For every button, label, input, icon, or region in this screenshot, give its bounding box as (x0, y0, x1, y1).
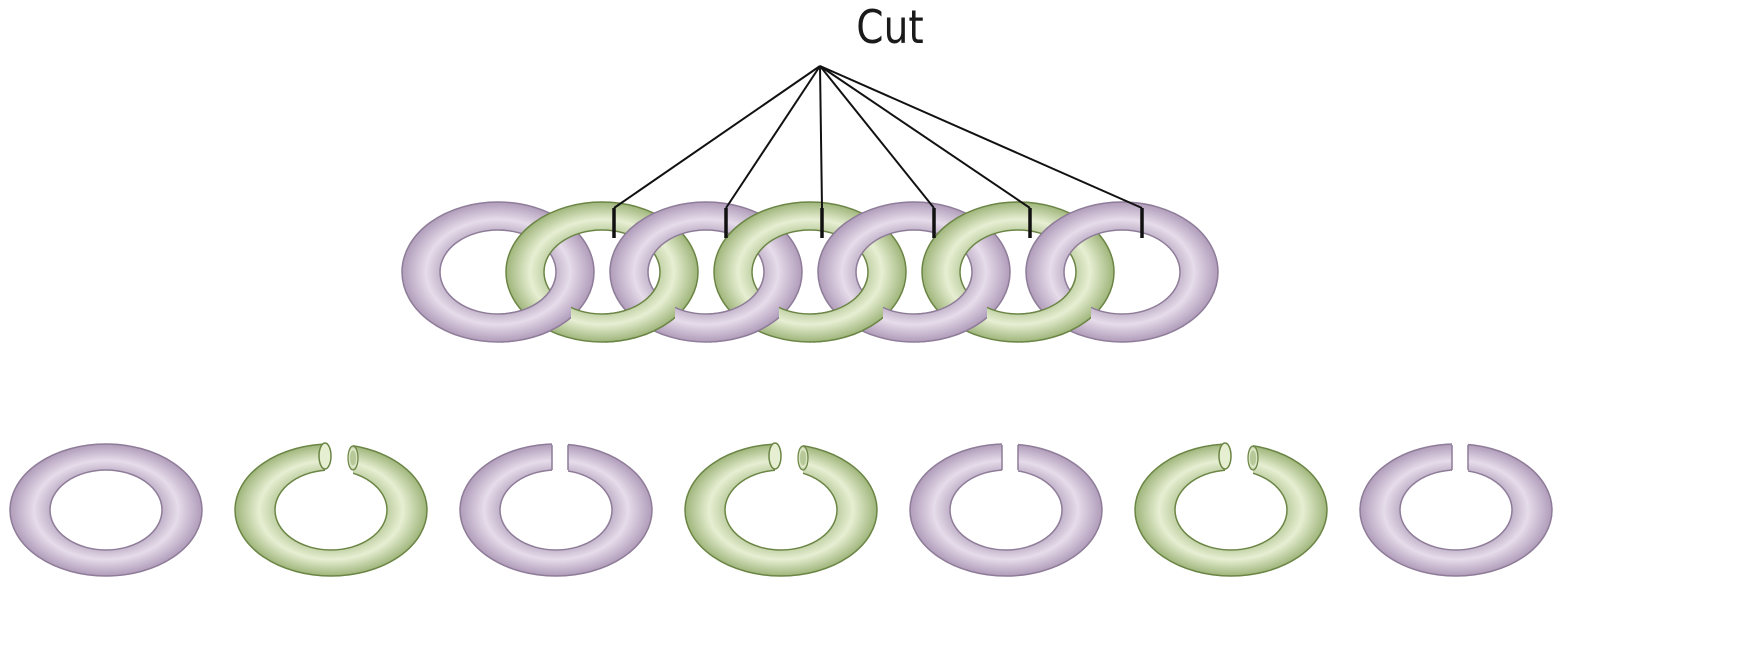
cut-pointer-line (726, 66, 820, 208)
ring-gap (552, 440, 568, 474)
tube-end-left (319, 443, 331, 469)
separated-ring-5 (910, 440, 1102, 576)
cut-label: Cut (843, 4, 937, 50)
tube-end-right (798, 446, 808, 470)
ring-gap (1002, 440, 1018, 474)
separated-ring-6 (1135, 440, 1327, 576)
tube-end-right (1248, 446, 1258, 470)
separated-ring-1 (10, 444, 202, 576)
cut-pointer-line (820, 66, 1142, 208)
linked-chain (402, 202, 1218, 342)
cut-pointer-line (820, 66, 1030, 208)
separated-rings-row (10, 440, 1552, 576)
cut-pointer-line (820, 66, 934, 208)
separated-ring-4 (685, 440, 877, 576)
tube-end-left (1219, 443, 1231, 469)
tube-end-right (348, 446, 358, 470)
separated-ring-3 (460, 440, 652, 576)
cut-pointer-line (820, 66, 822, 208)
tube-end-left (769, 443, 781, 469)
ring-gap (1452, 440, 1468, 474)
separated-ring-2 (235, 440, 427, 576)
separated-ring-7 (1360, 440, 1552, 576)
cut-pointer-line (614, 66, 820, 208)
